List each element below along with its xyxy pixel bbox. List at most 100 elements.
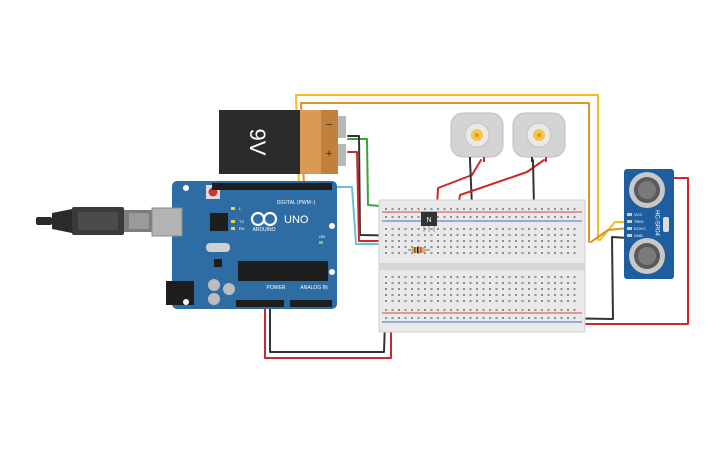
breadboard-hole[interactable] <box>515 246 517 248</box>
breadboard-hole[interactable] <box>489 228 491 230</box>
breadboard-hole[interactable] <box>404 276 407 278</box>
breadboard-hole[interactable] <box>417 294 420 296</box>
breadboard-hole[interactable] <box>515 309 517 311</box>
breadboard-hole[interactable] <box>573 300 576 302</box>
breadboard-hole[interactable] <box>476 228 478 230</box>
breadboard-hole[interactable] <box>391 240 394 242</box>
breadboard-hole[interactable] <box>463 240 465 242</box>
breadboard-hole[interactable] <box>424 240 426 242</box>
breadboard-hole[interactable] <box>391 309 394 311</box>
breadboard-hole[interactable] <box>385 228 387 230</box>
breadboard-hole[interactable] <box>456 282 459 284</box>
breadboard-hole[interactable] <box>541 282 543 284</box>
breadboard-hole[interactable] <box>385 282 387 284</box>
breadboard-hole[interactable] <box>554 317 556 319</box>
breadboard-hole[interactable] <box>476 309 478 311</box>
breadboard-hole[interactable] <box>489 234 491 236</box>
breadboard-hole[interactable] <box>521 294 524 296</box>
breadboard-hole[interactable] <box>398 228 400 230</box>
breadboard-hole[interactable] <box>528 288 530 290</box>
breadboard-hole[interactable] <box>560 276 563 278</box>
breadboard-hole[interactable] <box>528 317 530 319</box>
breadboard-hole[interactable] <box>391 234 394 236</box>
breadboard-hole[interactable] <box>430 282 433 284</box>
breadboard-hole[interactable] <box>417 288 420 290</box>
breadboard-hole[interactable] <box>489 252 491 254</box>
breadboard-hole[interactable] <box>534 309 537 311</box>
breadboard-hole[interactable] <box>443 252 446 254</box>
breadboard-hole[interactable] <box>385 288 387 290</box>
breadboard-hole[interactable] <box>521 276 524 278</box>
breadboard-hole[interactable] <box>411 228 413 230</box>
breadboard-hole[interactable] <box>469 216 472 218</box>
wire-black-motor2[interactable] <box>532 159 535 208</box>
breadboard-hole[interactable] <box>398 276 400 278</box>
breadboard-hole[interactable] <box>547 300 550 302</box>
digital-header[interactable] <box>212 183 332 190</box>
breadboard-hole[interactable] <box>521 240 524 242</box>
breadboard-hole[interactable] <box>469 234 472 236</box>
breadboard-hole[interactable] <box>554 252 556 254</box>
breadboard-hole[interactable] <box>450 294 452 296</box>
breadboard-hole[interactable] <box>508 216 511 218</box>
breadboard-hole[interactable] <box>411 240 413 242</box>
breadboard-hole[interactable] <box>489 294 491 296</box>
breadboard-hole[interactable] <box>541 288 543 290</box>
breadboard-hole[interactable] <box>398 282 400 284</box>
breadboard-hole[interactable] <box>463 228 465 230</box>
breadboard-hole[interactable] <box>495 317 498 319</box>
breadboard-hole[interactable] <box>417 300 420 302</box>
breadboard-hole[interactable] <box>437 234 439 236</box>
breadboard-hole[interactable] <box>541 234 543 236</box>
breadboard-hole[interactable] <box>417 234 420 236</box>
breadboard-hole[interactable] <box>489 282 491 284</box>
breadboard-hole[interactable] <box>541 317 543 319</box>
breadboard-hole[interactable] <box>482 317 485 319</box>
breadboard-hole[interactable] <box>443 246 446 248</box>
breadboard-hole[interactable] <box>437 252 439 254</box>
breadboard-hole[interactable] <box>495 252 498 254</box>
breadboard-hole[interactable] <box>398 300 400 302</box>
breadboard-hole[interactable] <box>554 300 556 302</box>
breadboard-hole[interactable] <box>391 246 394 248</box>
breadboard-hole[interactable] <box>463 294 465 296</box>
breadboard-hole[interactable] <box>417 228 420 230</box>
breadboard-hole[interactable] <box>476 234 478 236</box>
breadboard-hole[interactable] <box>528 276 530 278</box>
breadboard-hole[interactable] <box>404 317 407 319</box>
breadboard-hole[interactable] <box>450 246 452 248</box>
breadboard-hole[interactable] <box>430 276 433 278</box>
breadboard-hole[interactable] <box>469 240 472 242</box>
breadboard-hole[interactable] <box>547 294 550 296</box>
breadboard-hole[interactable] <box>541 228 543 230</box>
breadboard-hole[interactable] <box>508 208 511 210</box>
breadboard-hole[interactable] <box>443 300 446 302</box>
breadboard-hole[interactable] <box>430 228 433 230</box>
breadboard-hole[interactable] <box>541 309 543 311</box>
breadboard-hole[interactable] <box>534 216 537 218</box>
breadboard-hole[interactable] <box>437 288 439 290</box>
breadboard-hole[interactable] <box>476 246 478 248</box>
breadboard-hole[interactable] <box>443 234 446 236</box>
breadboard-hole[interactable] <box>521 309 524 311</box>
breadboard-hole[interactable] <box>424 317 426 319</box>
breadboard-hole[interactable] <box>547 228 550 230</box>
breadboard-hole[interactable] <box>385 240 387 242</box>
breadboard-hole[interactable] <box>443 288 446 290</box>
breadboard-hole[interactable] <box>385 252 387 254</box>
breadboard-hole[interactable] <box>567 208 569 210</box>
breadboard-hole[interactable] <box>456 294 459 296</box>
breadboard-hole[interactable] <box>482 309 485 311</box>
breadboard-hole[interactable] <box>430 317 433 319</box>
breadboard-hole[interactable] <box>541 294 543 296</box>
wire-red-5v[interactable] <box>264 302 392 359</box>
breadboard-hole[interactable] <box>560 300 563 302</box>
breadboard-hole[interactable] <box>443 309 446 311</box>
breadboard-hole[interactable] <box>463 276 465 278</box>
breadboard-hole[interactable] <box>411 276 413 278</box>
breadboard-hole[interactable] <box>443 276 446 278</box>
breadboard-hole[interactable] <box>547 317 550 319</box>
breadboard-hole[interactable] <box>534 208 537 210</box>
breadboard-hole[interactable] <box>515 228 517 230</box>
breadboard-hole[interactable] <box>502 282 504 284</box>
